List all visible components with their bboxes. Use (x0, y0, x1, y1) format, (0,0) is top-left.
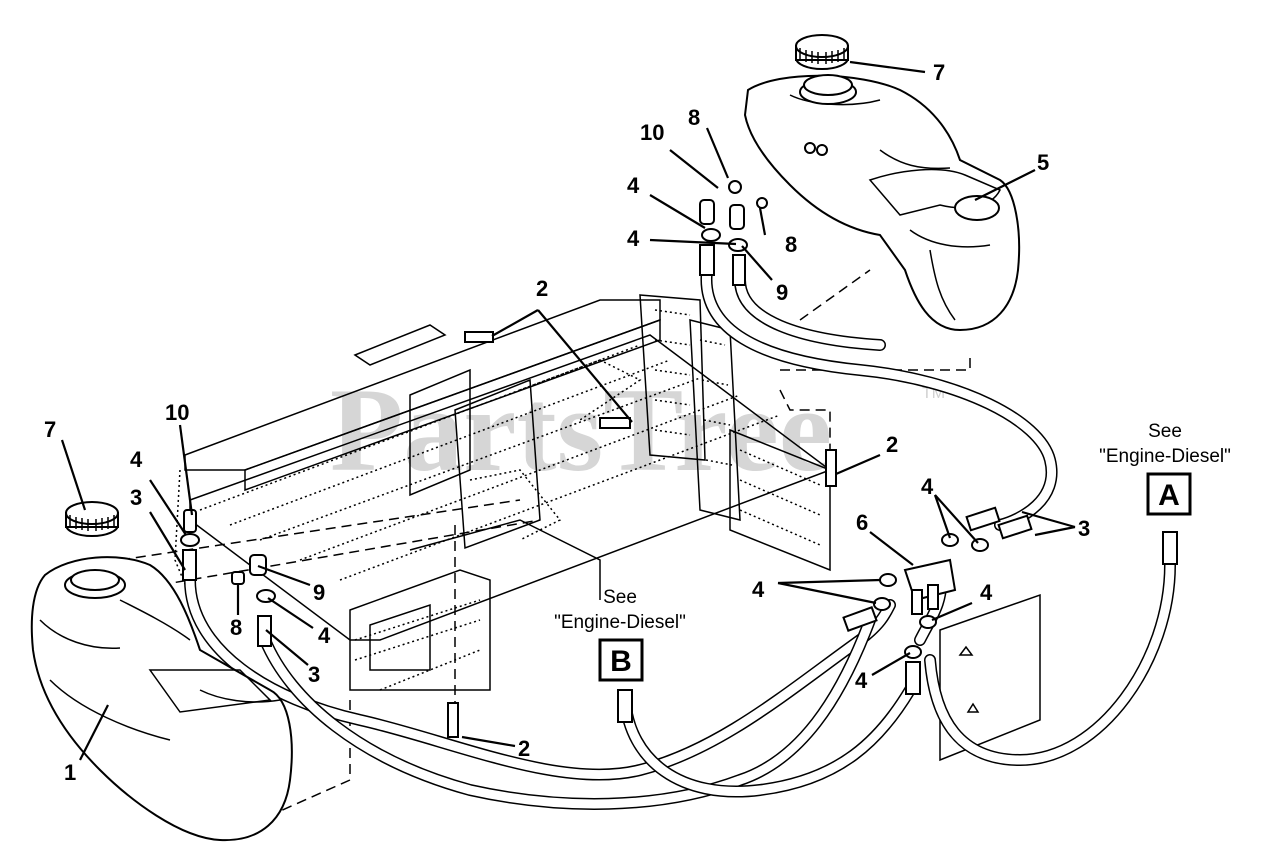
callout-10-left: 10 (165, 400, 189, 425)
callout-5: 5 (1037, 150, 1049, 175)
reference-a-letter: A (1158, 479, 1180, 512)
callout-7-top: 7 (933, 60, 945, 85)
callout-8-top-a: 8 (688, 105, 700, 130)
fuel-cap-top (795, 34, 849, 70)
callout-6: 6 (856, 510, 868, 535)
leader-lines (60, 60, 1076, 761)
reference-b-see: See (603, 587, 637, 608)
callout-2-right: 2 (886, 432, 898, 457)
fuel-cap-left (65, 501, 119, 537)
callout-4-mid: 4 (318, 623, 331, 648)
fuel-tank-left (30, 556, 293, 842)
reference-a-box (1146, 472, 1192, 516)
reference-a-see: See (1148, 421, 1182, 442)
reference-b[interactable]: See "Engine-Diesel" B (554, 587, 686, 682)
callout-4-left: 4 (130, 447, 143, 472)
callout-8-top-b: 8 (785, 232, 797, 257)
reference-a-target: "Engine-Diesel" (1099, 446, 1231, 467)
callout-4-top-a: 4 (627, 173, 640, 198)
callout-2-bottom: 2 (518, 736, 530, 761)
callout-4-valve: 4 (752, 577, 765, 602)
watermark: PartsTree TM (330, 363, 945, 496)
fuel-tank-right (743, 74, 1021, 332)
fuel-hoses (184, 264, 1176, 810)
callout-4-right-low: 4 (855, 668, 868, 693)
callout-4-right-mid: 4 (980, 580, 993, 605)
callout-3-mid: 3 (308, 662, 320, 687)
callout-2-top: 2 (536, 276, 548, 301)
callout-10-top: 10 (640, 120, 664, 145)
callout-4-right-top: 4 (921, 474, 934, 499)
callout-4-top-b: 4 (627, 226, 640, 251)
reference-b-letter: B (610, 645, 632, 678)
callout-numbers: 7 10 8 5 4 4 8 9 2 2 2 7 10 4 3 9 8 4 3 … (44, 60, 1090, 785)
callout-3-left: 3 (130, 485, 142, 510)
callout-3-right: 3 (1078, 516, 1090, 541)
callout-8-left: 8 (230, 615, 242, 640)
callout-7-left: 7 (44, 417, 56, 442)
callout-9-top: 9 (776, 280, 788, 305)
reference-b-box (598, 638, 644, 682)
watermark-text: PartsTree (330, 363, 832, 496)
reference-b-target: "Engine-Diesel" (554, 612, 686, 633)
callout-1: 1 (64, 760, 76, 785)
reference-a[interactable]: See "Engine-Diesel" A (1099, 421, 1231, 516)
callout-9-left: 9 (313, 580, 325, 605)
